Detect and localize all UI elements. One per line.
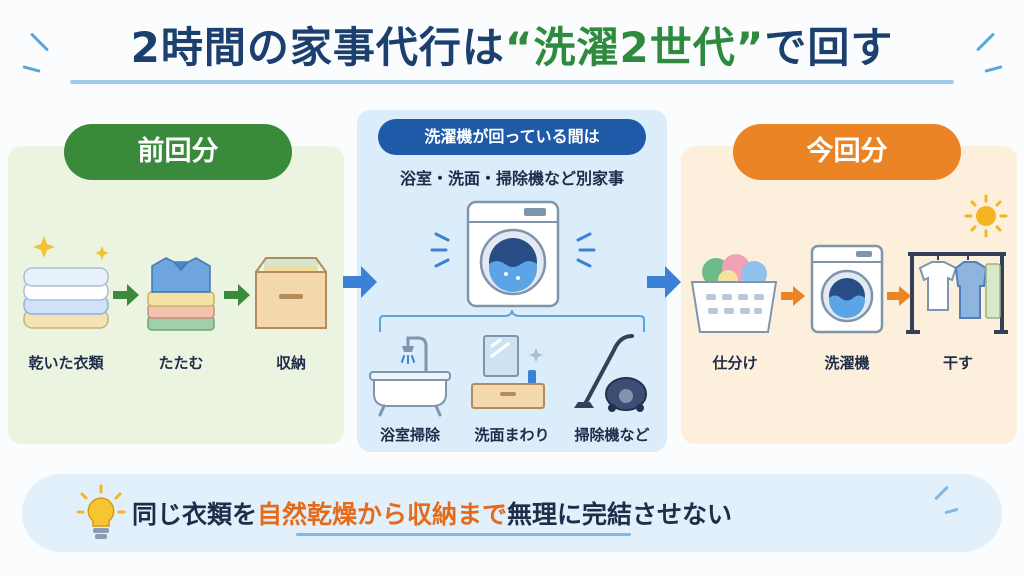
folded-shirts-icon (147, 257, 215, 331)
sink-mirror-icon (471, 335, 545, 409)
step-label: 乾いた衣類 (28, 354, 104, 372)
arrow-icon (781, 286, 805, 306)
summary-part1: 同じ衣類を (132, 500, 258, 529)
summary-emphasis-underline (296, 533, 631, 536)
lightbulb-icon (76, 484, 126, 539)
during-wash-subtitle: 浴室・洗面・掃除機など別家事 (399, 169, 624, 188)
step-label: 洗濯機 (824, 354, 870, 372)
storage-box-icon (255, 257, 327, 329)
bathtub-icon (369, 336, 451, 417)
arrow-icon (343, 266, 377, 298)
step-label: 収納 (275, 354, 306, 372)
task-bracket (379, 309, 645, 332)
arrow-icon (224, 284, 250, 306)
title-underline (70, 80, 954, 84)
title-highlight: “洗濯2世代” (504, 23, 765, 72)
task-label: 掃除機など (574, 426, 650, 444)
summary-part2: 無理に完結させない (507, 500, 733, 529)
current-batch-heading: 今回分 (733, 124, 961, 180)
summary-banner (22, 474, 1002, 552)
during-wash-heading: 洗濯機が回っている間は (378, 119, 646, 155)
washing-machine-icon (810, 244, 884, 334)
sun-icon (964, 194, 1008, 238)
washing-machine-icon (430, 200, 596, 308)
task-label: 浴室掃除 (379, 426, 440, 444)
summary-emphasis: 自然乾燥から収納まで (257, 500, 508, 529)
task-label: 洗面まわり (474, 426, 550, 444)
step-label: 干す (942, 354, 973, 372)
page-title: 2時間の家事代行は“洗濯2世代”で回す (0, 14, 1024, 75)
arrow-icon (887, 286, 911, 306)
drying-rack-icon (906, 252, 1008, 334)
laundry-basket-icon (690, 254, 778, 333)
step-label: 仕分け (712, 354, 758, 372)
folded-towels-icon (23, 236, 109, 329)
previous-batch-heading: 前回分 (64, 124, 292, 180)
title-part2: で回す (764, 23, 894, 72)
summary-text: 同じ衣類を自然乾燥から収納まで無理に完結させない (132, 495, 732, 531)
step-label: たたむ (158, 354, 204, 372)
arrow-icon (647, 266, 681, 298)
arrow-icon (113, 284, 139, 306)
title-part1: 2時間の家事代行は (130, 23, 505, 72)
vacuum-icon (574, 334, 647, 412)
